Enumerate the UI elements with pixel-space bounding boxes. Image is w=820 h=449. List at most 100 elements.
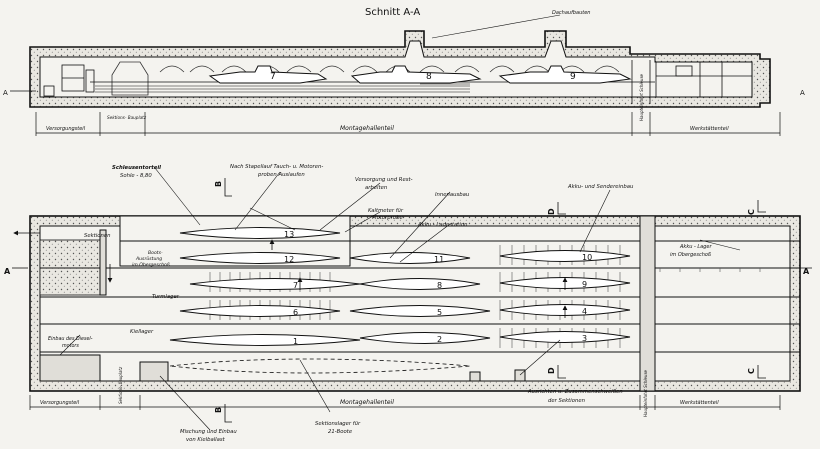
leader-lines — [59, 167, 741, 431]
section-zone-werkstatt: Werkstättenteil — [690, 126, 729, 132]
label-sektionen: Sektionen — [84, 233, 110, 239]
section-marker-lines — [12, 178, 812, 423]
section-boat-7: 7 — [270, 72, 276, 82]
label-kielballast: von Kielballast — [186, 437, 226, 443]
boat-number-4: 4 — [582, 307, 587, 316]
boat-12 — [179, 252, 341, 264]
section-a-left: A — [3, 89, 8, 97]
label-turmlager: Turmlager — [152, 294, 180, 300]
marker-b-top: B — [214, 181, 223, 187]
plan-zone-line — [29, 395, 781, 410]
boat-5 — [349, 305, 491, 317]
boat-number-6: 6 — [293, 308, 298, 317]
drawing-title: Schnitt A-A — [365, 7, 420, 18]
plan-zone-montage: Montagehallenteil — [340, 399, 394, 406]
boat-number-7: 7 — [293, 281, 298, 290]
label-akku-lager-2: im Obergeschoß — [670, 252, 711, 258]
boat-number-11: 11 — [434, 255, 444, 264]
floor-plan: 13 12 11 10 7 8 9 6 5 4 1 2 3 — [4, 164, 812, 443]
label-stapellauf: Nach Stapellauf Tauch- u. Motoren- — [230, 164, 323, 170]
label-boots-ausruestung: Boots- Ausrüstung im Obergeschoß — [132, 250, 170, 268]
label-ausrichten: Ausrichten u. Zusammenschweißen — [527, 389, 623, 395]
boat-number-5: 5 — [437, 308, 442, 317]
roof-leader — [431, 14, 561, 39]
label-mischung: Mischung und Einbau — [180, 429, 237, 435]
label-kiellager: Kiellager — [130, 329, 154, 335]
marker-b-bottom: B — [214, 407, 223, 413]
label-einbau-1: Einbau des Diesel- — [48, 336, 93, 342]
boat-8 — [359, 278, 481, 290]
section-zone-montage: Montagehallenteil — [340, 125, 394, 132]
boat-number-1: 1 — [293, 337, 298, 346]
section-submarines — [208, 65, 632, 84]
marker-c-top: C — [747, 209, 756, 215]
plan-workshop-interior — [654, 225, 791, 382]
label-motorprobe: Motorprobe — [372, 215, 403, 221]
dock-steps — [95, 83, 470, 93]
label-boots-2: Ausrüstung — [135, 256, 162, 262]
plan-submarines — [169, 227, 631, 346]
section-zone-sektions: Sektions- Bauplatz — [107, 115, 147, 120]
label-akku-lager: Akku - Lager im Obergeschoß — [670, 244, 713, 258]
section-a-a: Schnitt A-A 7 — [3, 7, 805, 136]
label-akku-sender: Akku- und Sendereinbau — [567, 184, 634, 190]
section-zone-versorgung: Versorgungsteil — [46, 126, 86, 132]
left-machinery — [43, 64, 95, 97]
section-markers: A A B B C C D D — [4, 181, 810, 413]
marker-d-top: D — [547, 208, 556, 215]
marker-d-bottom: D — [547, 367, 556, 374]
boat-13 — [179, 227, 341, 239]
roof-label: Dachaufbauten — [552, 10, 590, 16]
boat-number-2: 2 — [437, 335, 442, 344]
label-akku-lager-1: Akku - Lager — [679, 244, 712, 250]
plan-left-block — [39, 239, 101, 296]
label-innenausbau: Innenausbau — [435, 192, 470, 198]
boat-number-3: 3 — [582, 334, 587, 343]
boat-6 — [179, 305, 341, 317]
label-stapellauf-2: proben Auslaufen — [257, 172, 305, 178]
label-schleusentorteil: Schleusentorteil — [112, 165, 161, 171]
label-kaltmeter: Kaltmeter für — [368, 208, 404, 214]
label-versorgung: Versorgung und Rest- — [355, 177, 413, 183]
flow-arrows — [13, 230, 568, 318]
boat-numbers: 13 12 11 10 7 8 9 6 5 4 1 2 3 — [284, 230, 592, 346]
marker-a-right: A — [803, 267, 810, 276]
label-boots-1: Boots- — [148, 250, 163, 256]
marker-a-left: A — [4, 267, 11, 276]
label-der-sektionen: der Sektionen — [548, 398, 585, 404]
label-boots-3: im Obergeschoß — [132, 262, 170, 268]
plan-walls — [39, 215, 656, 392]
boat-10 — [499, 250, 631, 262]
plan-annotations: Schleusentorteil Sohle - 8,80 Nach Stape… — [48, 164, 713, 443]
section-arches — [111, 61, 620, 96]
right-workshop — [631, 60, 753, 104]
label-sektionslager-2: 21-Boote — [328, 429, 353, 435]
boat-number-10: 10 — [582, 253, 592, 262]
section-zone-haupteinfahrt: Haupteinfahrt Schleuse — [639, 73, 644, 121]
plan-zone-sektions: Sektions- bauplatz — [118, 366, 123, 404]
rail-tracks — [40, 240, 800, 353]
label-sektionslager: Sektionslager für — [315, 421, 361, 427]
plan-zone-haupteinfahrt: Haupteinfahrt Schleuse — [643, 369, 648, 417]
boat-1 — [169, 334, 361, 346]
section-a-right: A — [800, 89, 805, 97]
boat-number-9: 9 — [582, 280, 587, 289]
boat-number-8: 8 — [437, 281, 442, 290]
boat-number-13: 13 — [284, 230, 294, 239]
label-versorgung-2: arbeiten — [365, 185, 387, 191]
boat-ghost — [169, 358, 471, 374]
plan-zone-versorgung: Versorgungsteil — [40, 400, 80, 406]
plan-zone-werkstatt: Werkstättenteil — [680, 400, 719, 406]
boat-11 — [349, 252, 471, 264]
label-einbau-2: motors — [62, 343, 79, 349]
section-boat-9: 9 — [570, 72, 576, 82]
marker-c-bottom: C — [747, 368, 756, 374]
label-einbau-diesel: Einbau des Diesel- motors — [48, 336, 94, 349]
boat-number-12: 12 — [284, 255, 294, 264]
label-akku-lade: Akku - Ladestation — [417, 222, 467, 228]
label-sohle: Sohle - 8,80 — [120, 173, 152, 179]
boat-3 — [499, 331, 631, 343]
section-boat-8: 8 — [426, 72, 432, 82]
boat-2 — [359, 332, 491, 344]
